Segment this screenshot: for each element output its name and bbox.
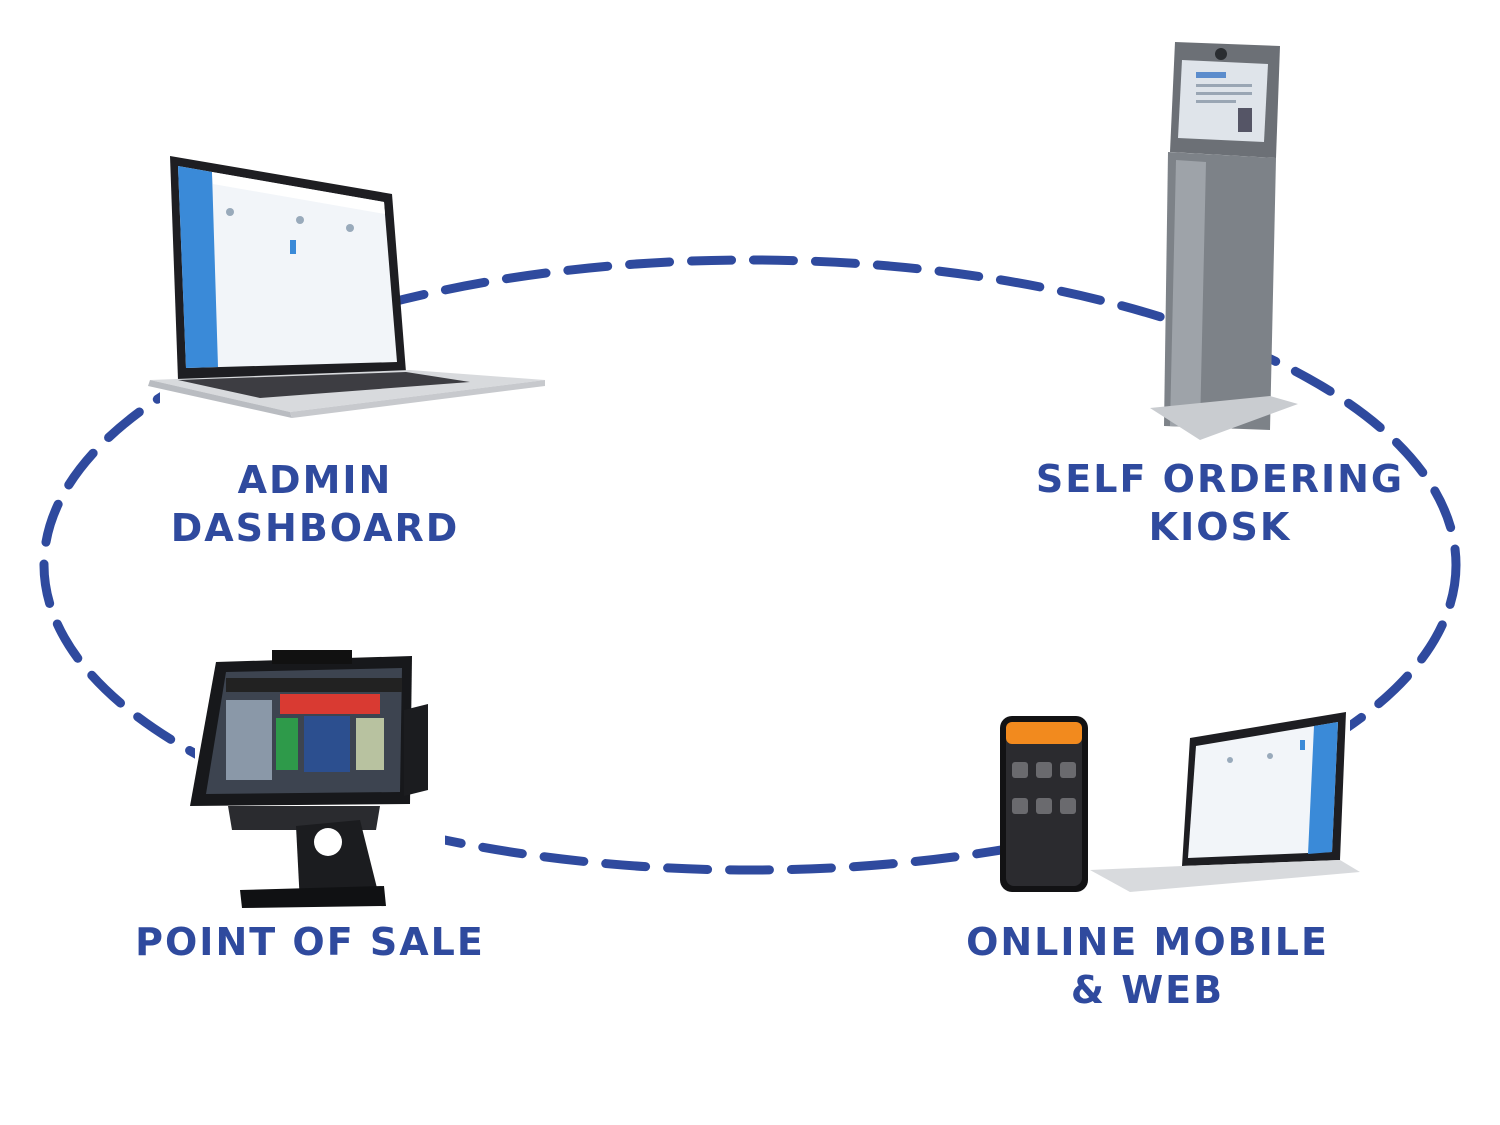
kiosk-label-line1: SELF ORDERING — [1035, 457, 1405, 501]
online-label-line1: ONLINE MOBILE — [966, 920, 1329, 964]
self-ordering-kiosk-icon — [1150, 42, 1298, 440]
pos-label-line1: POINT OF SALE — [135, 920, 485, 964]
connection-loop — [39, 255, 1461, 875]
pos-terminal-icon — [190, 650, 445, 910]
online-label: ONLINE MOBILE & WEB — [960, 918, 1335, 1014]
kiosk-label: SELF ORDERING KIOSK — [1030, 455, 1410, 551]
admin-label-line2: DASHBOARD — [170, 506, 460, 550]
pos-label: POINT OF SALE — [120, 918, 500, 966]
online-label-line2: & WEB — [1070, 968, 1225, 1012]
online-devices-icon — [1000, 700, 1360, 900]
admin-label-line1: ADMIN — [237, 458, 393, 502]
admin-laptop-icon — [148, 156, 545, 418]
kiosk-label-line2: KIOSK — [1148, 505, 1292, 549]
admin-dashboard-label: ADMIN DASHBOARD — [150, 456, 480, 552]
